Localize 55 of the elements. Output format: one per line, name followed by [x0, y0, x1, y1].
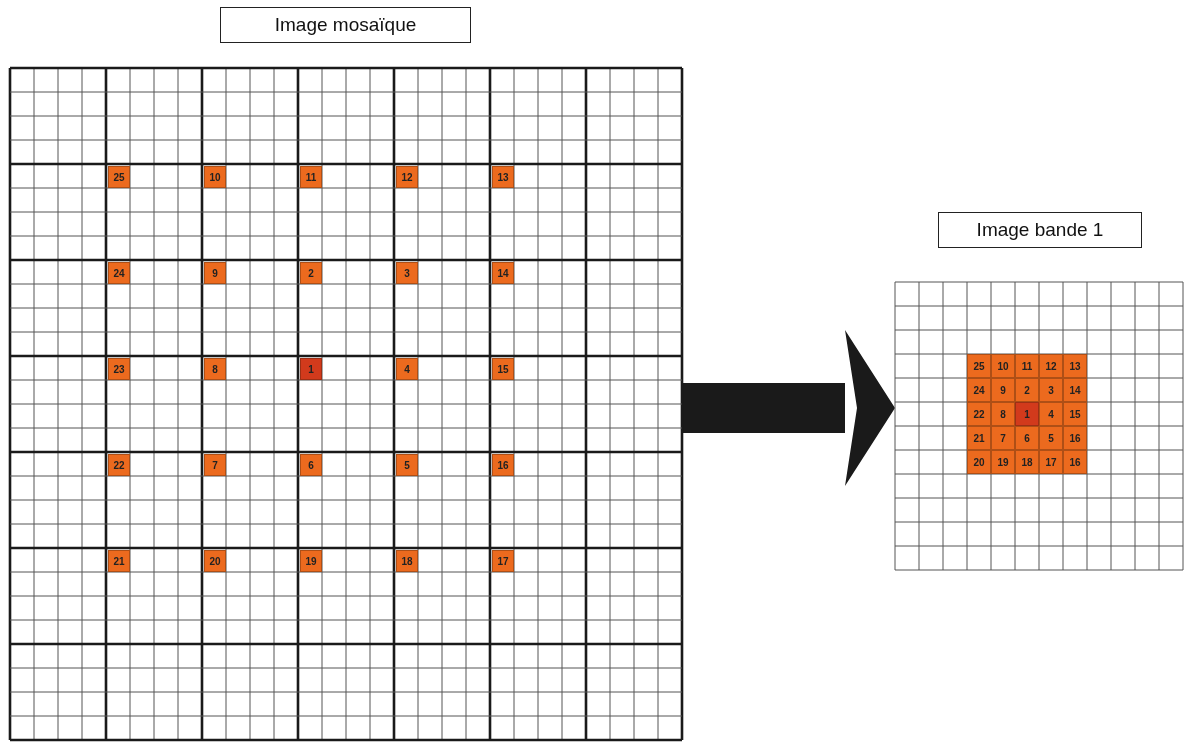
numbered-pixel: 5: [396, 454, 418, 476]
numbered-pixel: 8: [991, 402, 1015, 426]
pixel-grid: [895, 282, 1183, 570]
numbered-pixel: 7: [991, 426, 1015, 450]
numbered-pixel: 17: [492, 550, 514, 572]
numbered-pixel: 25: [967, 354, 991, 378]
numbered-pixel: 6: [1015, 426, 1039, 450]
numbered-pixel: 4: [1039, 402, 1063, 426]
numbered-pixel: 21: [967, 426, 991, 450]
numbered-pixel: 23: [108, 358, 130, 380]
numbered-pixel: 10: [991, 354, 1015, 378]
numbered-pixel: 15: [492, 358, 514, 380]
numbered-pixel: 14: [1063, 378, 1087, 402]
numbered-pixel: 11: [300, 166, 322, 188]
numbered-pixel: 2: [300, 262, 322, 284]
numbered-pixel: 16: [1063, 450, 1087, 474]
numbered-pixel: 19: [300, 550, 322, 572]
numbered-pixel: 5: [1039, 426, 1063, 450]
numbered-pixel: 12: [1039, 354, 1063, 378]
numbered-pixel: 20: [967, 450, 991, 474]
numbered-pixel: 20: [204, 550, 226, 572]
numbered-pixel: 22: [108, 454, 130, 476]
numbered-pixel: 4: [396, 358, 418, 380]
numbered-pixel: 24: [967, 378, 991, 402]
numbered-pixel: 10: [204, 166, 226, 188]
numbered-pixel: 6: [300, 454, 322, 476]
numbered-pixel: 18: [396, 550, 418, 572]
numbered-pixel: 11: [1015, 354, 1039, 378]
numbered-pixel: 3: [396, 262, 418, 284]
numbered-pixel: 3: [1039, 378, 1063, 402]
numbered-pixel: 9: [204, 262, 226, 284]
numbered-pixel: 1: [300, 358, 322, 380]
numbered-pixel: 24: [108, 262, 130, 284]
numbered-pixel: 13: [492, 166, 514, 188]
numbered-pixel: 25: [108, 166, 130, 188]
numbered-pixel: 12: [396, 166, 418, 188]
numbered-pixel: 9: [991, 378, 1015, 402]
pixel-grid: [10, 68, 682, 740]
block-arrow: [682, 330, 895, 486]
numbered-pixel: 17: [1039, 450, 1063, 474]
numbered-pixel: 16: [492, 454, 514, 476]
title-box: Image bande 1: [938, 212, 1142, 248]
numbered-pixel: 16: [1063, 426, 1087, 450]
numbered-pixel: 8: [204, 358, 226, 380]
numbered-pixel: 14: [492, 262, 514, 284]
numbered-pixel: 22: [967, 402, 991, 426]
numbered-pixel: 19: [991, 450, 1015, 474]
numbered-pixel: 15: [1063, 402, 1087, 426]
numbered-pixel: 2: [1015, 378, 1039, 402]
numbered-pixel: 1: [1015, 402, 1039, 426]
title-box: Image mosaïque: [220, 7, 471, 43]
numbered-pixel: 18: [1015, 450, 1039, 474]
numbered-pixel: 13: [1063, 354, 1087, 378]
numbered-pixel: 7: [204, 454, 226, 476]
numbered-pixel: 21: [108, 550, 130, 572]
